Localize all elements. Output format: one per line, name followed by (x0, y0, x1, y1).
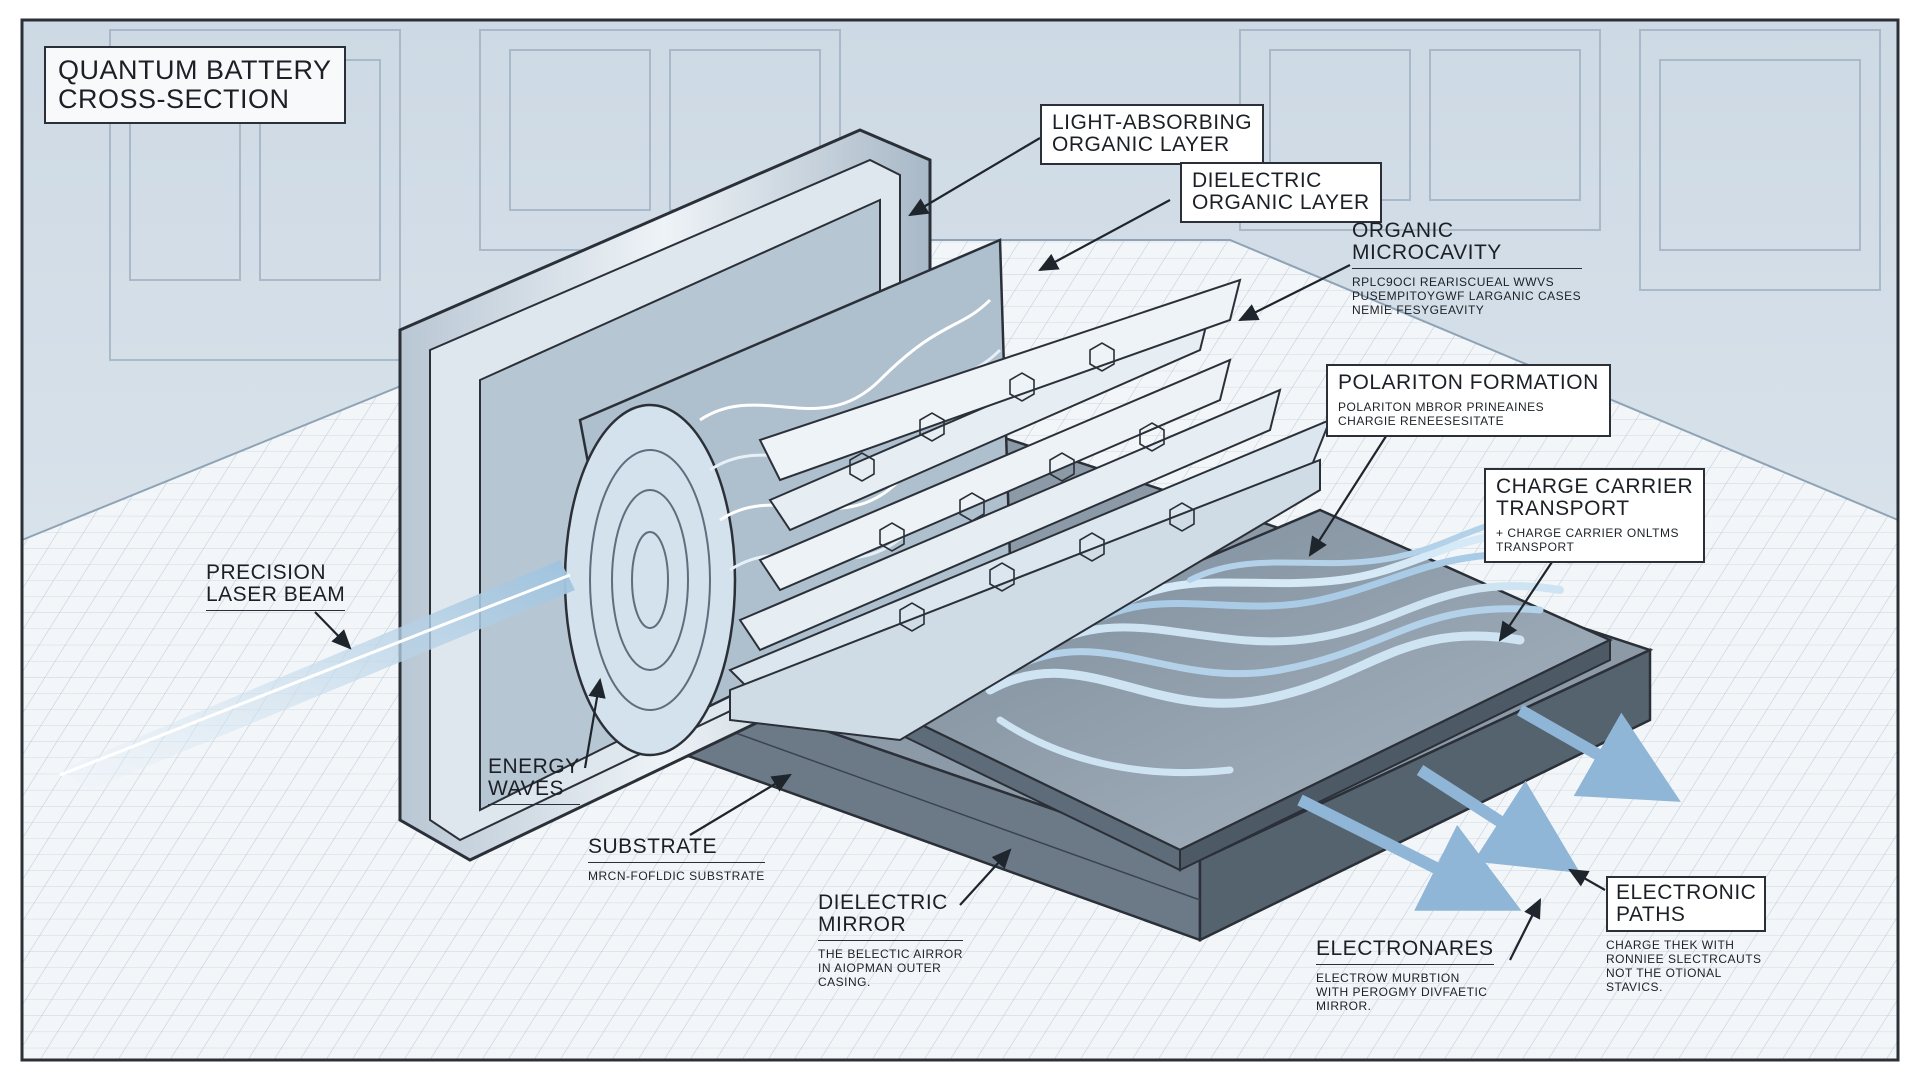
molecule-structures (849, 342, 1195, 632)
label-heading: DIELECTRIC MIRROR (818, 892, 963, 941)
label-organic-microcavity: ORGANIC MICROCAVITY RPLC9OCI REARISCUEAL… (1352, 220, 1582, 317)
label-heading: CHARGE CARRIER TRANSPORT (1496, 475, 1694, 520)
laser-core (59, 573, 571, 777)
label-note: + CHARGE CARRIER ONLTMS TRANSPORT (1496, 526, 1679, 554)
label-heading: ELECTRONIC PATHS (1606, 876, 1767, 932)
label-light-absorbing-layer: LIGHT-ABSORBING ORGANIC LAYER (1040, 104, 1265, 165)
label-substrate: SUBSTRATE MRCN-FOFLDIC SUBSTRATE (588, 836, 765, 883)
label-polariton-formation: POLARITON FORMATION POLARITON MBROR PRIN… (1326, 364, 1611, 437)
organic-layer-stack (728, 278, 1332, 742)
label-heading: DIELECTRIC ORGANIC LAYER (1192, 169, 1370, 214)
label-note: THE BELECTIC AIRROR IN AIOPMAN OUTER CAS… (818, 947, 963, 989)
label-heading: LIGHT-ABSORBING ORGANIC LAYER (1052, 111, 1253, 156)
label-dielectric-mirror: DIELECTRIC MIRROR THE BELECTIC AIRROR IN… (818, 892, 963, 989)
label-note: MRCN-FOFLDIC SUBSTRATE (588, 869, 765, 883)
label-note: ELECTROW MURBTION WITH PEROGMY DIVFAETIC… (1316, 971, 1488, 1013)
label-dielectric-organic-layer: DIELECTRIC ORGANIC LAYER (1180, 162, 1382, 223)
electronic-plate (866, 508, 1613, 872)
output-arrows (1297, 704, 1681, 911)
label-note: RPLC9OCI REARISCUEAL WWVS PUSEMPITOYGWF … (1352, 275, 1582, 317)
label-energy-waves: ENERGY WAVES (488, 756, 580, 805)
label-note: POLARITON MBROR PRINEAINES CHARGIE RENEE… (1338, 400, 1545, 428)
label-heading: SUBSTRATE (588, 836, 765, 863)
label-heading: PRECISION LASER BEAM (206, 562, 346, 611)
label-heading: ELECTRONARES (1316, 938, 1494, 965)
label-charge-carrier-transport: CHARGE CARRIER TRANSPORT + CHARGE CARRIE… (1484, 468, 1706, 563)
leader-lines (314, 137, 1606, 961)
label-heading: POLARITON FORMATION (1338, 371, 1599, 394)
label-electronares: ELECTRONARES ELECTROW MURBTION WITH PERO… (1316, 938, 1494, 1013)
charge-flow-lines (985, 507, 1574, 777)
label-note: CHARGE THEK WITH RONNIEE SLECTRCAUTS NOT… (1606, 938, 1762, 994)
label-precision-laser-beam: PRECISION LASER BEAM (206, 562, 346, 611)
diagram-title: QUANTUM BATTERY CROSS-SECTION (44, 46, 346, 124)
label-electronic-paths: ELECTRONIC PATHS CHARGE THEK WITH RONNIE… (1606, 876, 1767, 994)
label-heading: ORGANIC MICROCAVITY (1352, 220, 1582, 269)
label-heading: ENERGY WAVES (488, 756, 580, 805)
title-text: QUANTUM BATTERY CROSS-SECTION (58, 55, 332, 114)
